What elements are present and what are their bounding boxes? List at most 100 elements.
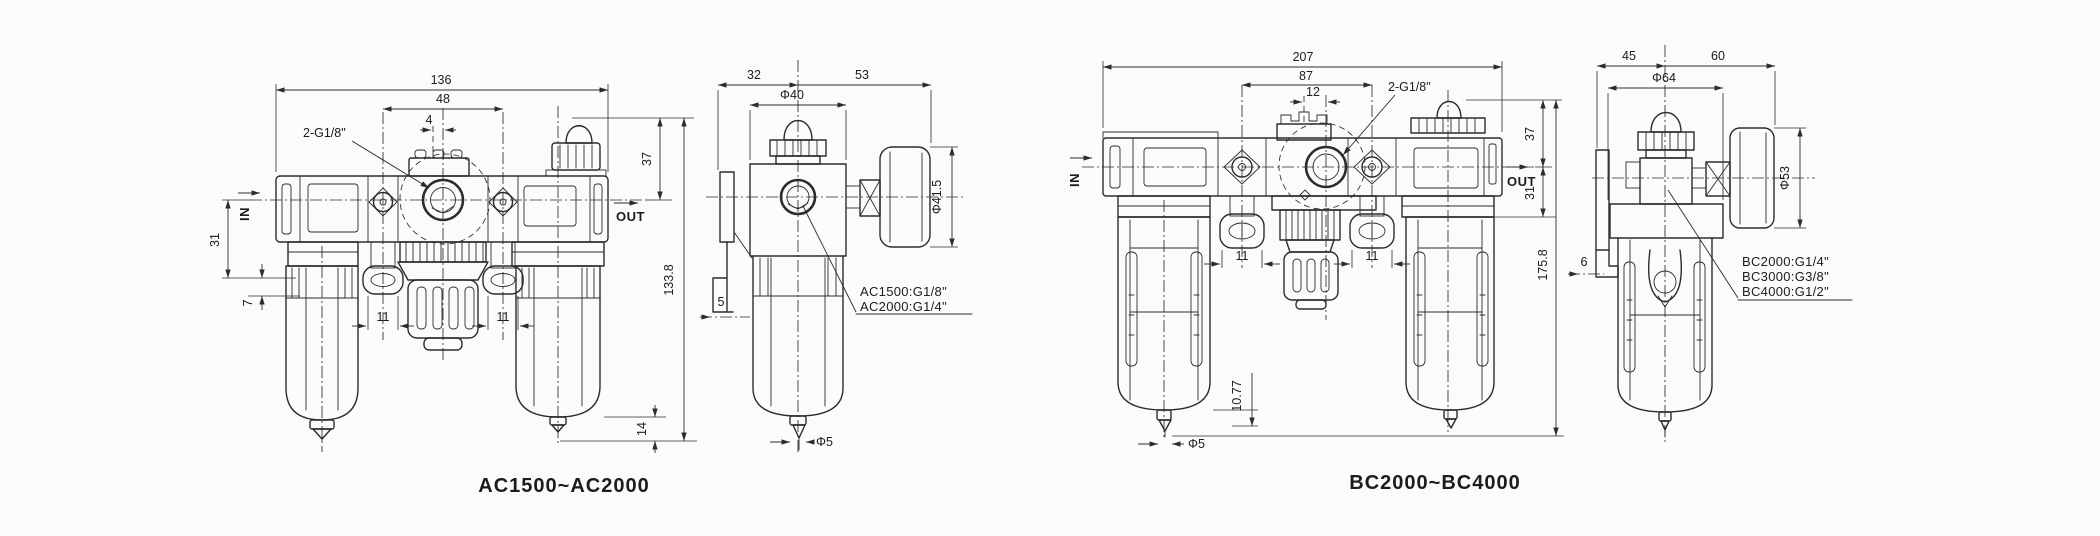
bc-lubricator-top — [1410, 101, 1486, 134]
bc-dim-port-spacing: 87 — [1299, 69, 1313, 83]
bc-side-view: 45 60 Φ64 Φ53 6 BC2000:G1/4" — [1568, 45, 1853, 445]
bc-filter-head-window — [1143, 147, 1207, 187]
ac-front-dimensions: 136 48 4 2-G1/8" 31 — [208, 73, 697, 453]
bc-regulator-port-circle — [1304, 145, 1348, 189]
bc-joint-left — [1223, 149, 1261, 185]
ac-side-knob — [769, 120, 827, 165]
bc-bowl-latch — [1647, 249, 1683, 308]
ac-bracket-right — [482, 241, 524, 295]
ac-flow-labels: IN OUT — [237, 190, 644, 224]
ac-lubricator-top — [545, 125, 607, 177]
ac-assembly-drawing: IN OUT 136 48 4 2-G1/8" — [208, 60, 973, 497]
bc-side-dimensions: 45 60 Φ64 Φ53 6 BC2000:G1/4" — [1568, 49, 1853, 301]
bc-side-knob — [1637, 111, 1695, 159]
ac-side-port-circle — [779, 178, 817, 216]
ac-port-note-2: AC2000:G1/4" — [860, 299, 947, 314]
bc-dim-overall-width: 207 — [1293, 50, 1314, 64]
bc-assembly-drawing: IN OUT 207 87 12 2-G1/8" — [1067, 45, 1853, 494]
bc-lubricator-sight-dome — [1436, 101, 1462, 119]
bc-lubricator-cap — [1410, 117, 1486, 134]
bc-port-note-3: BC4000:G1/2" — [1742, 284, 1829, 299]
ac-regulator-knob — [408, 157, 470, 177]
bc-port-note-1: BC2000:G1/4" — [1742, 254, 1829, 269]
bc-dim-bracket-right: 11 — [1366, 249, 1379, 263]
ac-regulator-port-circle — [421, 178, 465, 222]
bc-regulator-panel-circle — [1278, 122, 1366, 210]
bc-dim-drain-height: 10.77 — [1230, 380, 1244, 411]
ac-dim-gauge-dia: Φ41.5 — [930, 180, 944, 214]
ac-lubricator-bowl — [515, 265, 601, 433]
bc-dim-bracket-left: 11 — [1236, 249, 1249, 263]
ac-dim-top-to-center: 37 — [640, 152, 654, 166]
ac-side-centerlines — [706, 60, 964, 455]
bc-dim-depth-rear: 60 — [1711, 49, 1725, 63]
ac-caption: AC1500~AC2000 — [478, 475, 649, 497]
ac-filter-head-window — [307, 183, 359, 233]
bc-side-body — [1609, 157, 1724, 239]
ac-dim-center-height: 31 — [208, 233, 222, 247]
ac-side-bowl — [752, 255, 844, 451]
bc-regulator-knob — [1276, 123, 1332, 141]
bc-caption: BC2000~BC4000 — [1349, 472, 1520, 494]
ac-dim-bracket-right: 11 — [497, 310, 510, 324]
bc-inlet-slot — [1109, 145, 1121, 189]
ac-dim-depth-rear: 53 — [855, 68, 869, 82]
bc-joint-right — [1353, 149, 1391, 185]
bc-front-dimensions: 207 87 12 2-G1/8" 37 31 — [1102, 50, 1564, 451]
bc-port-note-2: BC3000:G3/8" — [1742, 269, 1829, 284]
ac-dim-bracket-left: 11 — [377, 310, 390, 324]
bc-side-bracket — [1595, 149, 1619, 278]
ac-joint-left — [368, 187, 398, 217]
ac-outlet-slot — [593, 183, 603, 235]
ac-side-view: 32 53 Φ40 Φ41.5 5 Φ5 — [700, 60, 973, 455]
ac-port-note-1: AC1500:G1/8" — [860, 284, 947, 299]
ac-joint-right — [488, 187, 518, 217]
bc-port-thread-label: 2-G1/8" — [1388, 80, 1431, 94]
bc-front-view: IN OUT 207 87 12 2-G1/8" — [1067, 50, 1564, 451]
bc-inlet-label: IN — [1067, 173, 1082, 187]
ac-port-thread-label: 2-G1/8" — [303, 126, 346, 140]
ac-front-view: IN OUT 136 48 4 2-G1/8" — [208, 73, 697, 453]
bc-body-manifold — [1102, 131, 1503, 197]
ac-bracket-left — [362, 241, 404, 295]
bc-dim-bracket-thickness: 6 — [1581, 255, 1588, 269]
bc-lubricator-drain — [1443, 409, 1458, 420]
bc-flow-labels: IN OUT — [1067, 155, 1535, 189]
ac-side-pressure-gauge — [845, 146, 931, 248]
bc-bracket-right — [1349, 195, 1395, 249]
bc-dim-drain-dia: Φ5 — [1188, 437, 1205, 451]
bc-dim-top-to-center: 37 — [1523, 127, 1537, 141]
bc-lubricator-window — [1413, 147, 1479, 189]
ac-dim-body-dia: Φ40 — [780, 88, 804, 102]
bc-side-centerlines — [1592, 45, 1815, 445]
bc-filter-bowl — [1117, 216, 1211, 438]
ac-regulator — [397, 149, 491, 351]
ac-dim-port-spacing: 48 — [436, 92, 450, 106]
bc-dim-knob-offset: 12 — [1306, 85, 1320, 99]
ac-filter-bowl — [285, 265, 359, 442]
bc-outlet-slot — [1488, 143, 1497, 185]
ac-side-dimensions: 32 53 Φ40 Φ41.5 5 Φ5 — [700, 68, 973, 449]
bc-side-bowl — [1617, 237, 1713, 438]
bc-lubricator-bowl — [1405, 216, 1495, 429]
ac-dim-depth-front: 32 — [747, 68, 761, 82]
ac-lubricator-window — [523, 185, 577, 227]
ac-inlet-label: IN — [237, 207, 252, 221]
ac-dim-drain-length: 14 — [635, 422, 649, 436]
ac-dim-flange-thickness: 7 — [241, 299, 255, 306]
bc-dim-center-to-bracket: 31 — [1523, 186, 1537, 200]
bc-bracket-left — [1219, 195, 1265, 249]
ac-regulator-panel-circle — [399, 153, 491, 245]
bc-dim-overall-height: 175.8 — [1536, 249, 1550, 280]
ac-dim-drain-dia: Φ5 — [816, 435, 833, 449]
ac-side-body — [749, 163, 847, 257]
ac-front-centerlines — [250, 106, 652, 452]
ac-dim-bracket-thickness: 5 — [718, 295, 725, 309]
ac-inlet-slot — [281, 183, 292, 235]
bc-dim-body-dia: Φ64 — [1652, 71, 1676, 85]
ac-lubricator-sight-dome — [565, 125, 593, 144]
ac-dim-overall-height: 133.8 — [662, 264, 676, 295]
ac-dim-overall-width: 136 — [431, 73, 452, 87]
